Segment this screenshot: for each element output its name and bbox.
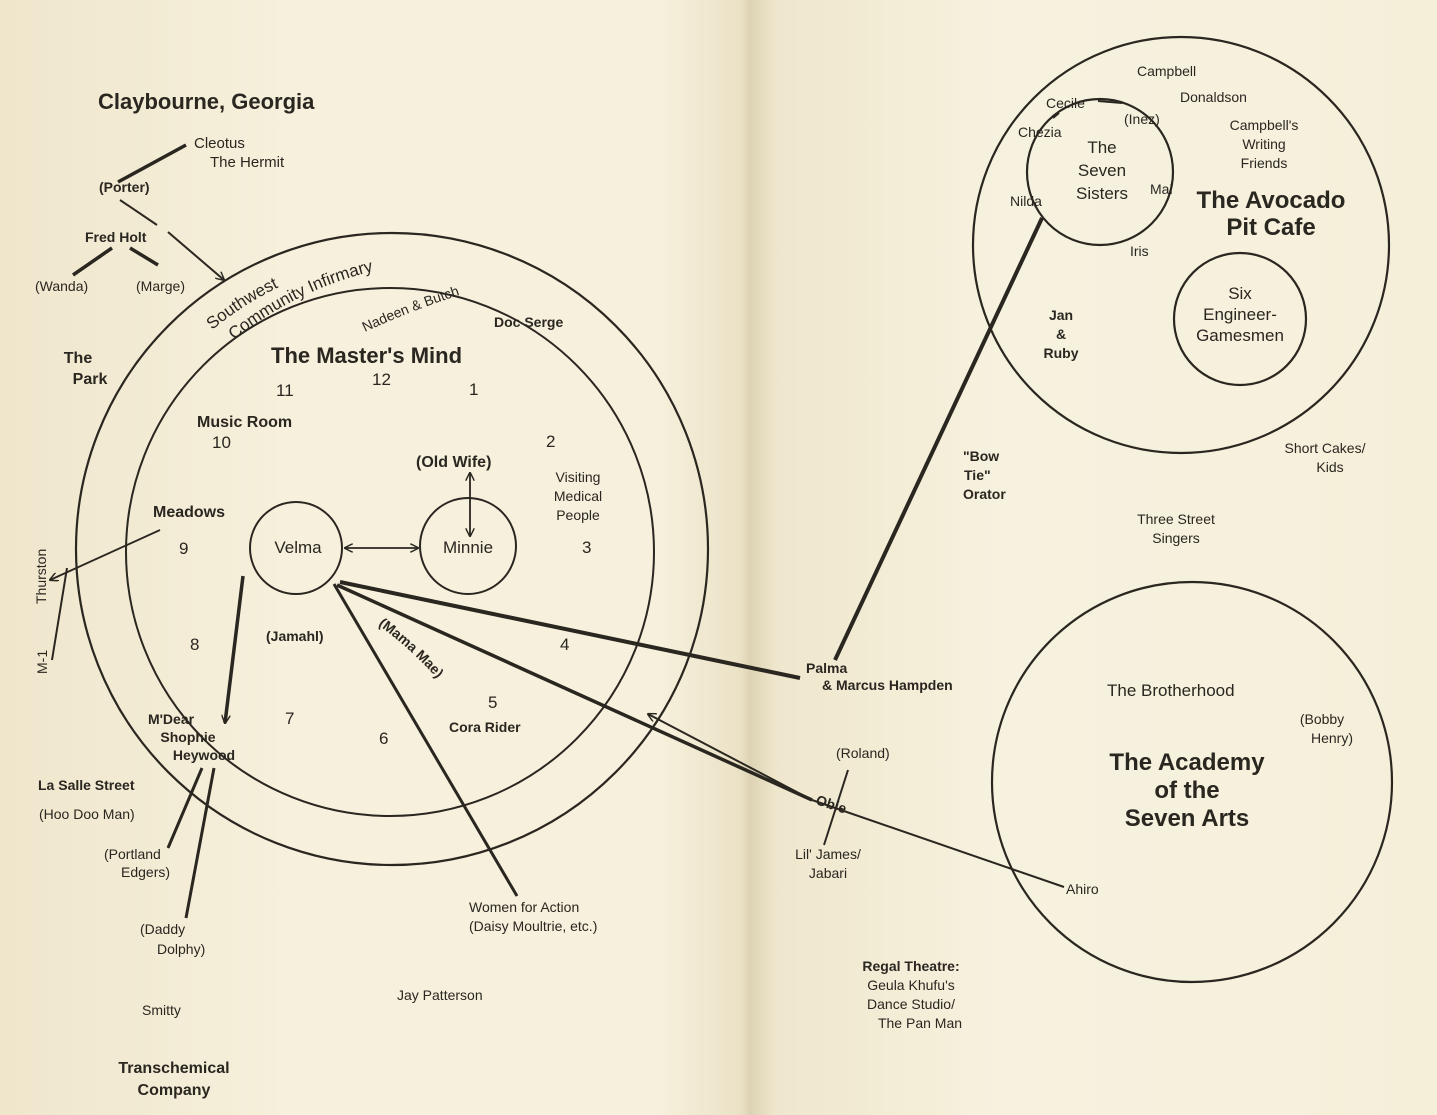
m1-road-line [51,567,68,661]
label-short-cakes: Short Cakes/Kids [1285,440,1366,475]
clock-10: 10 [212,433,231,452]
label-women-for-action: Women for Action(Daisy Moultrie, etc.) [469,899,597,934]
clock-7: 7 [285,709,294,728]
label-cecile: Cecile [1046,95,1085,111]
label-doc-serge: Doc Serge [494,314,563,330]
label-palma: Palma& Marcus Hampden [806,660,953,693]
masters-mind-circle [125,287,655,817]
label-music-room: Music Room [197,414,292,431]
label-jay-patterson: Jay Patterson [397,987,483,1003]
label-wanda: (Wanda) [35,278,88,294]
six-engineer-circle [1172,251,1308,387]
label-obie: Obie [814,792,849,817]
label-mai: Mai [1150,181,1173,197]
fredholt-wanda-line [72,246,113,277]
clock-11: 11 [276,381,294,400]
roland-liljames-line [823,769,849,846]
obie-ahiro-line [811,799,1065,888]
label-m1: M-1 [34,650,50,674]
clock-5: 5 [488,693,497,712]
label-campbell: Campbell [1137,63,1196,79]
label-mama-mae: (Mama Mae) [376,614,447,680]
infirmary-circle [74,231,710,867]
velma-palma-line [339,580,801,680]
label-minnie: Minnie [443,538,493,557]
velma-women-line [332,583,519,897]
label-marge: (Marge) [136,278,185,294]
page-title: Claybourne, Georgia [98,89,315,114]
label-lil-james: Lil' James/Jabari [795,846,861,881]
label-donaldson: Donaldson [1180,89,1247,105]
label-brotherhood: The Brotherhood [1107,681,1235,700]
label-nadeen-butch: Nadeen & Butch [359,283,460,335]
label-roland: (Roland) [836,745,890,761]
clock-9: 9 [179,539,188,558]
label-thurston: Thurston [33,549,49,604]
label-meadows: Meadows [153,504,225,521]
meadows-thurston-arrow [50,529,161,580]
label-hoo-doo: (Hoo Doo Man) [39,806,135,822]
label-cora-rider: Cora Rider [449,719,521,735]
label-porter: (Porter) [99,179,150,195]
seven-sisters-circle [1025,97,1175,247]
label-jamahl: (Jamahl) [266,628,324,644]
clock-1: 1 [469,380,478,399]
label-hermit: The Hermit [210,154,285,171]
avocado-pit-circle [971,35,1391,455]
academy-circle [990,580,1394,984]
clock-2: 2 [546,432,555,451]
mdear-daddy-line [184,767,216,919]
label-jan-ruby: Jan&Ruby [1044,307,1079,361]
label-fred-holt: Fred Holt [85,229,147,245]
fredholt-marge-line [129,246,159,267]
label-velma: Velma [274,538,322,557]
fredholt-infirmary-arrow [167,231,224,280]
cecile-line [1097,100,1123,104]
velma-mdear-arrow [225,575,245,723]
clock-3: 3 [582,538,591,557]
clock-4: 4 [560,635,569,654]
label-masters-mind: The Master's Mind [271,343,462,368]
label-cleotus: Cleotus [194,135,245,152]
label-la-salle: La Salle Street [38,777,135,793]
clock-6: 6 [379,729,388,748]
label-iris: Iris [1130,243,1149,259]
label-ahiro: Ahiro [1066,881,1099,897]
mdear-portland-line [166,767,204,849]
cleotus-porter-line [117,143,187,184]
label-old-wife: (Old Wife) [416,454,491,471]
clock-8: 8 [190,635,199,654]
label-inez: (Inez) [1124,111,1160,127]
label-chezia: Chezia [1018,124,1062,140]
porter-fredholt-line [119,199,158,226]
velma-circle [249,501,343,595]
clock-12: 12 [372,370,391,389]
nilda-palma-line [833,217,1044,661]
label-nilda: Nilda [1010,193,1042,209]
label-smitty: Smitty [142,1002,181,1018]
velma-obie-line [336,583,813,802]
chezia-cecile-line [1052,112,1060,119]
obie-academy-arrow [648,714,813,801]
